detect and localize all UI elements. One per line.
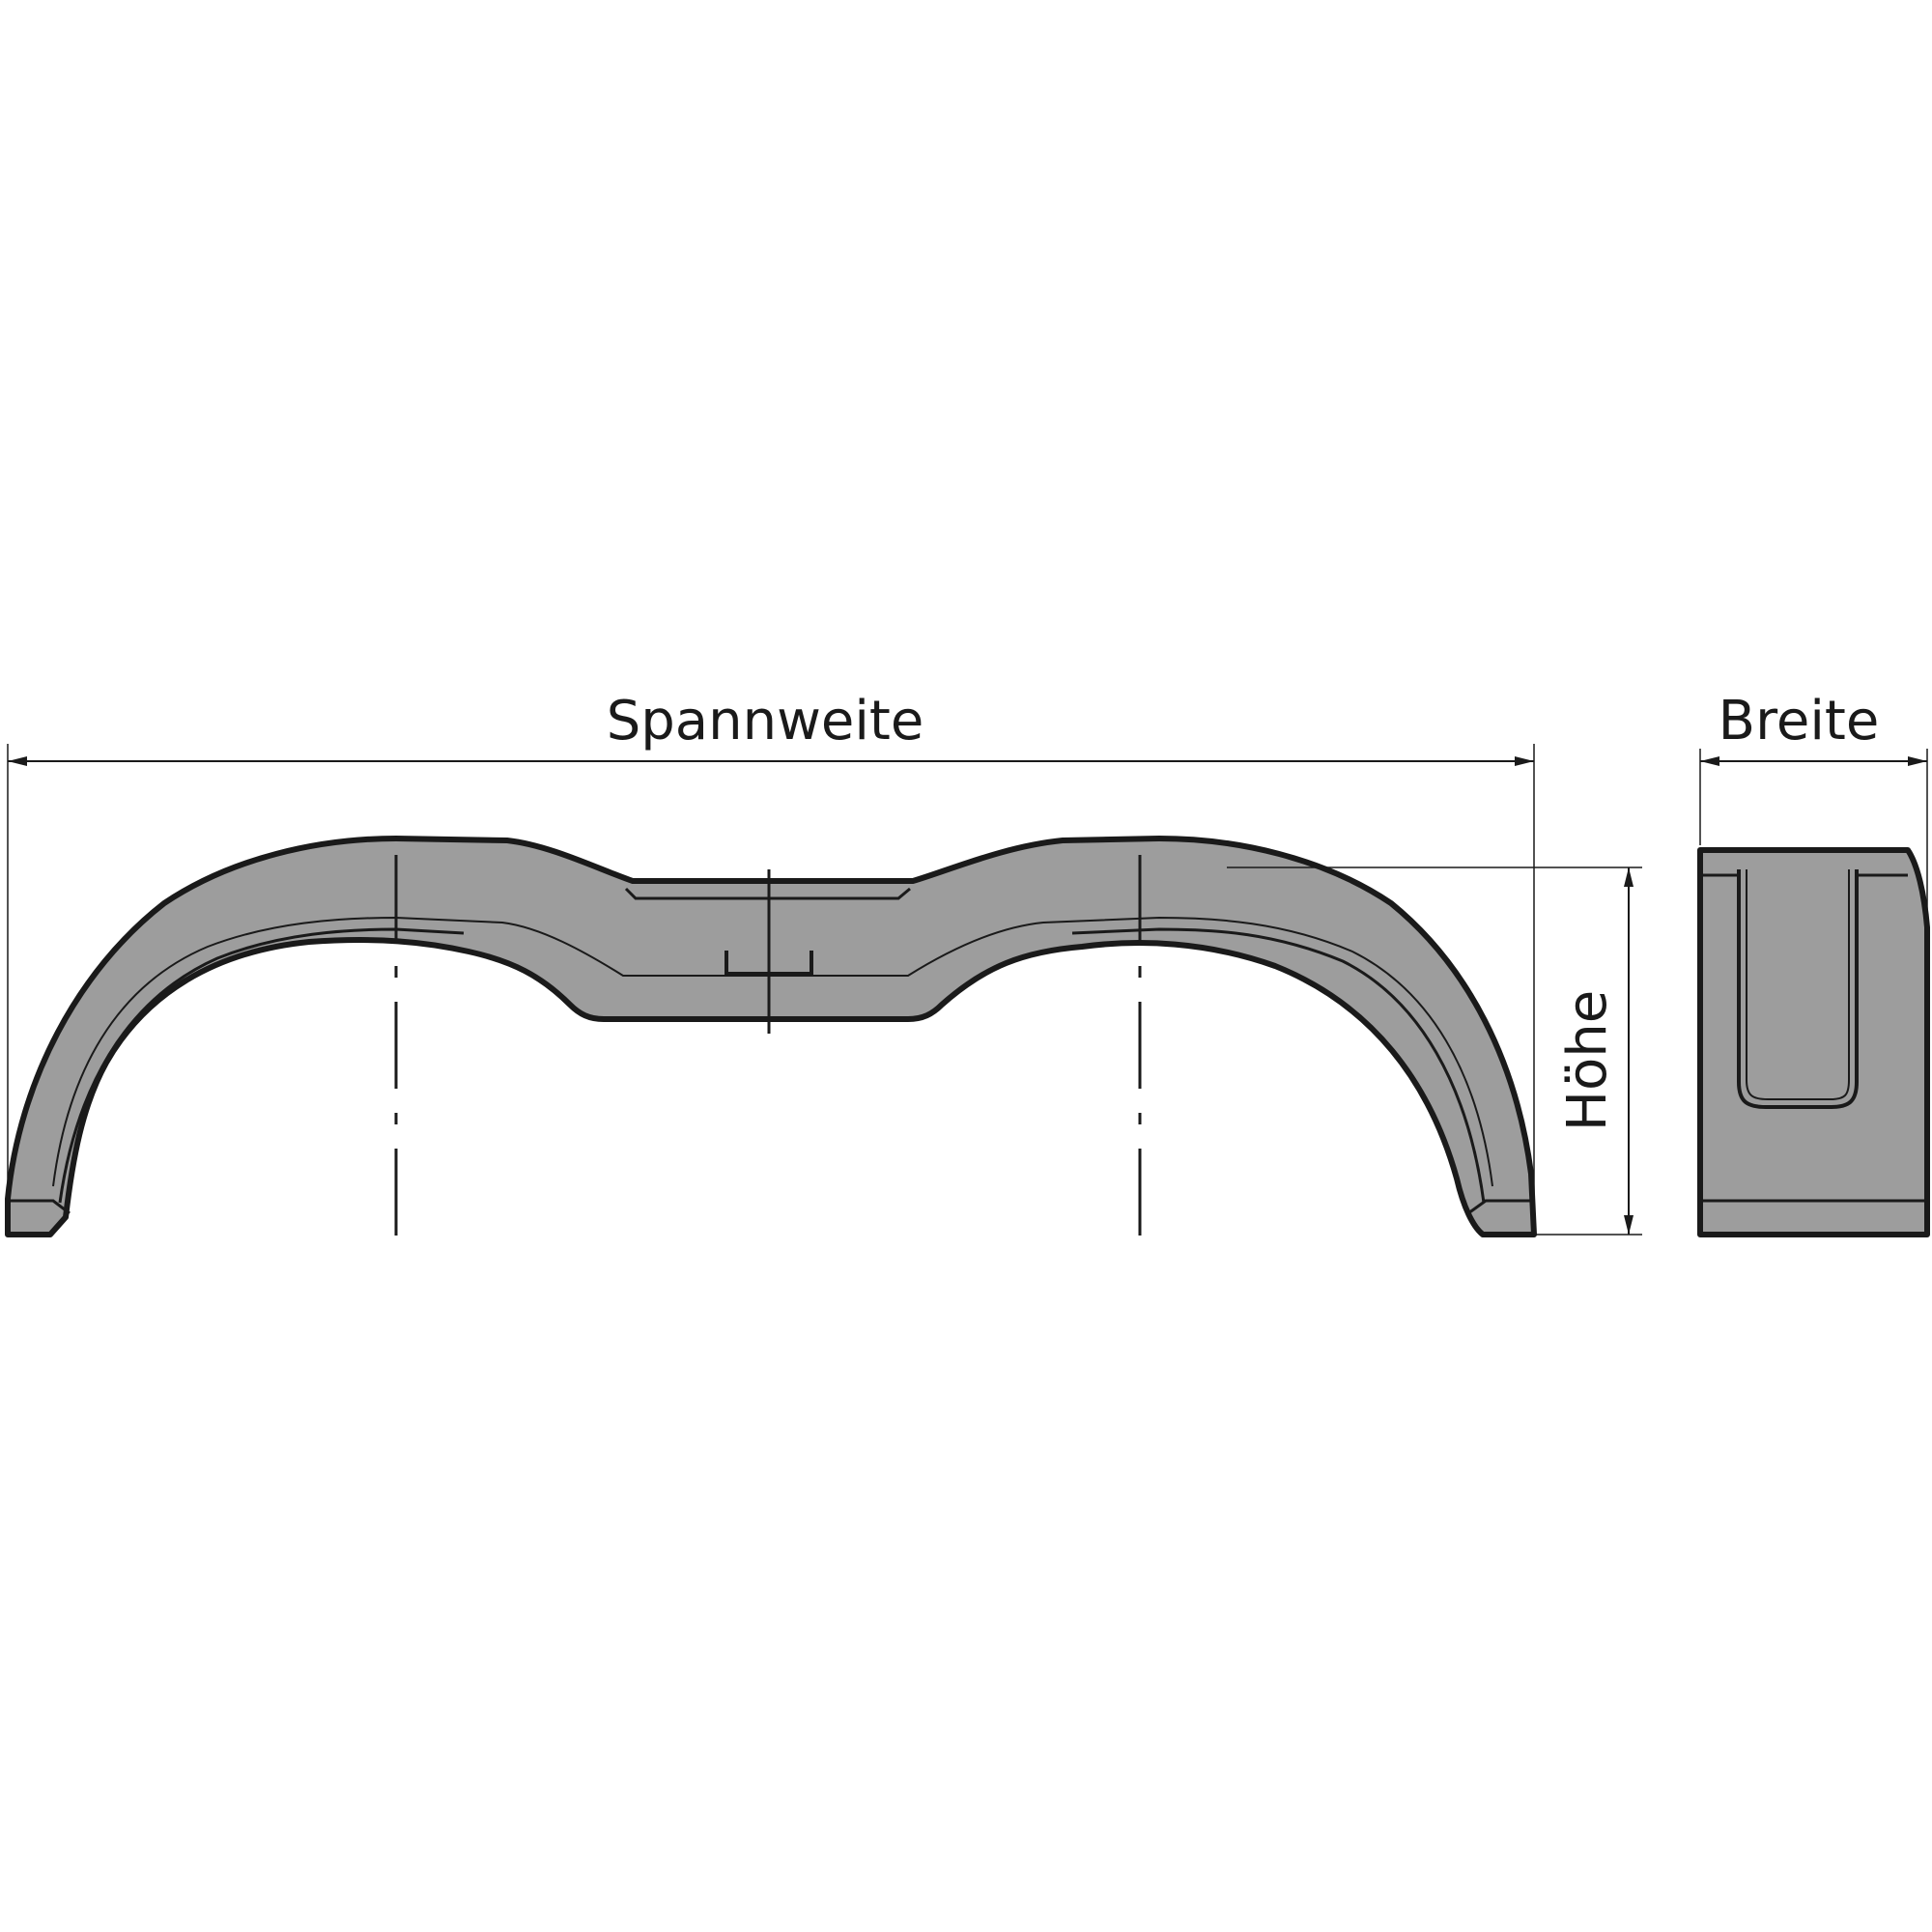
span-dimension: Spannweite: [7, 690, 1535, 1198]
center-recess-top: [624, 887, 911, 900]
fender-side-body: [5, 836, 1537, 1237]
front-recess-inner: [1746, 869, 1850, 1100]
width-label: Breite: [1719, 690, 1880, 753]
span-label: Spannweite: [607, 690, 924, 753]
left-foot-flange: [8, 1199, 71, 1215]
center-lines: [394, 855, 1142, 1236]
height-dimension: Höhe: [1227, 867, 1642, 1236]
fender-side-rib-inner: [58, 927, 465, 1204]
right-foot-flange: [1467, 1199, 1534, 1215]
width-dimension: Breite: [1699, 690, 1928, 927]
front-recess: [1737, 869, 1859, 1109]
fender-front-body: [1697, 847, 1930, 1237]
height-label: Höhe: [1556, 990, 1619, 1131]
fender-side-rib-inner-right: [1071, 927, 1486, 1204]
fender-side-view: [5, 836, 1537, 1237]
fender-front-view: [1697, 847, 1930, 1237]
